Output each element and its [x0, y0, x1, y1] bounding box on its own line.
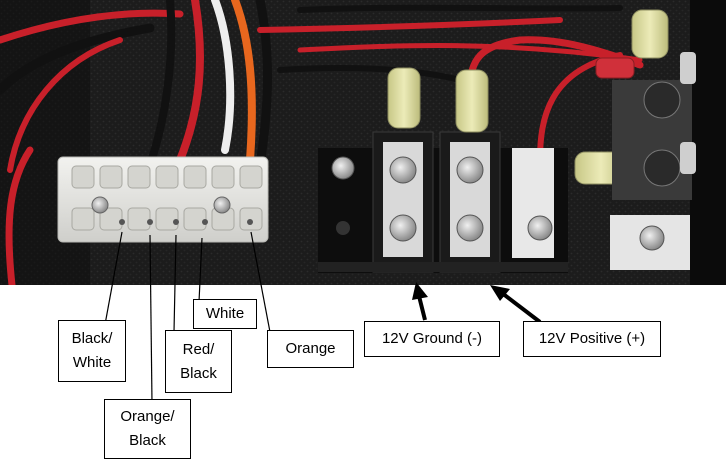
callout-line-white: [198, 237, 203, 303]
label-12v-positive: 12V Positive (+): [523, 321, 661, 357]
label-red-black: Red/ Black: [165, 330, 232, 393]
callout-arrow-ground: [417, 295, 427, 321]
callout-line-red-black: [173, 234, 177, 333]
callout-line-orange-black: [149, 234, 153, 404]
wiring-photo: [0, 0, 726, 285]
arrowhead-positive: [490, 285, 510, 301]
label-red-black-line1: Red/: [182, 340, 215, 358]
label-orange-black-line2: Black: [129, 432, 166, 449]
label-12v-positive-text: 12V Positive (+): [538, 330, 646, 347]
callout-line-black-white: [103, 231, 123, 331]
label-12v-ground: 12V Ground (-): [364, 321, 500, 357]
switch-assembly: [610, 52, 696, 270]
callout-arrow-positive: [500, 291, 542, 324]
panel-corner-right: [690, 0, 726, 285]
terminal-block: [318, 131, 568, 273]
label-black-white: Black/ White: [58, 320, 126, 382]
arrowhead-ground: [412, 282, 428, 300]
label-orange-black: Orange/ Black: [104, 399, 191, 459]
label-black-white-line1: Black/: [71, 330, 113, 347]
label-orange-black-line1: Orange/: [120, 408, 175, 425]
label-12v-ground-text: 12V Ground (-): [381, 330, 483, 347]
label-white-text: White: [205, 305, 245, 322]
label-black-white-line2: White: [72, 354, 112, 371]
label-red-black-line2: Black: [180, 364, 217, 382]
label-orange-text: Orange: [285, 340, 336, 357]
label-white: White: [193, 299, 257, 329]
label-orange: Orange: [267, 330, 354, 368]
wire-connector-plug: [57, 156, 269, 243]
callout-line-orange: [250, 231, 271, 333]
